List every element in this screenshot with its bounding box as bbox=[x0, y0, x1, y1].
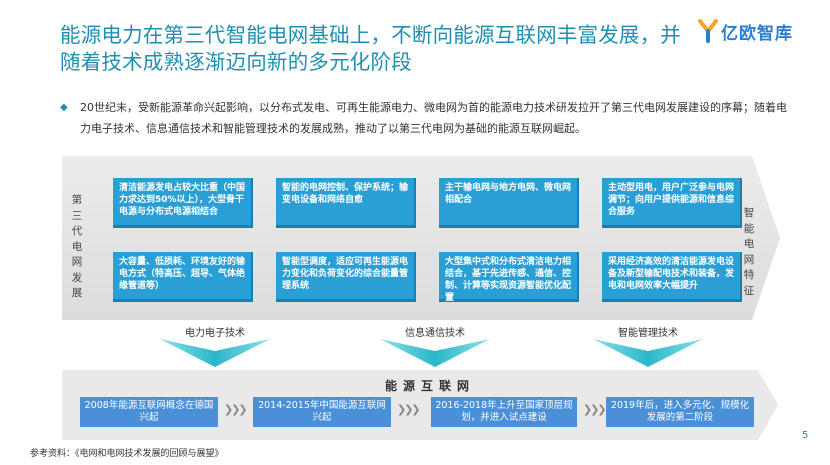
tech-label-ict: 信息通信技术 bbox=[405, 328, 465, 339]
stage-box: 2019年后，进入多元化、规模化发展的第二阶段 bbox=[606, 397, 754, 427]
double-chevron-icon: ❯❯❯ bbox=[224, 403, 248, 416]
tech-label-smart-management: 智能管理技术 bbox=[618, 328, 678, 339]
feature-box: 采用经济高效的清洁能源发电设备及新型输配电技术和装备，发电和电网效率大幅提升 bbox=[602, 252, 742, 302]
page-title: 能源电力在第三代智能电网基础上，不断向能源互联网丰富发展，并随着技术成熟逐渐迈向… bbox=[60, 23, 681, 74]
down-chevron-icon bbox=[380, 339, 490, 367]
feature-box: 智能的电网控制、保护系统；输变电设备和网络自愈 bbox=[276, 178, 416, 228]
stage-box: 2016-2018年上升至国家顶层规划，并进入试点建设 bbox=[431, 397, 577, 427]
source-note: 参考资料：《电网和电网技术发展的回顾与展望》 bbox=[30, 449, 224, 459]
energy-internet-title: 能源互联网 bbox=[384, 379, 475, 393]
right-vertical-label: 智能电网特征 bbox=[743, 207, 755, 297]
tech-label-power-electronics: 电力电子技术 bbox=[185, 328, 245, 339]
feature-box: 大型集中式和分布式清洁电力相结合，基于先进传感、通信、控制、计算等实现资源智能优… bbox=[439, 252, 579, 303]
down-chevron-icon bbox=[593, 339, 703, 367]
intro-text: 20世纪末，受新能源革命兴起影响，以分布式发电、可再生能源电力、微电网为首的能源… bbox=[80, 101, 787, 135]
feature-box: 主动型用电，用户广泛参与电网调节；向用户提供能源和信息综合服务 bbox=[602, 178, 742, 228]
feature-box: 清洁能源发电占较大比重（中国力求达到50%以上），大型骨干电源与分布式电源相结合 bbox=[113, 178, 253, 228]
stage-box: 2014-2015年中国能源互联网兴起 bbox=[253, 397, 391, 427]
logo: 亿欧智库 bbox=[698, 18, 793, 44]
page-number: 5 bbox=[802, 430, 809, 441]
logo-icon bbox=[698, 19, 718, 43]
diamond-bullet-icon: ◆ bbox=[60, 102, 68, 113]
feature-box: 智能型调度，适应可再生能源电力变化和负荷变化的综合能量管理系统 bbox=[276, 252, 416, 302]
energy-internet-band bbox=[62, 370, 778, 440]
logo-text: 亿欧智库 bbox=[721, 23, 793, 44]
feature-box: 大容量、低损耗、环境友好的输电方式（特高压、超导、气体绝缘管道等） bbox=[113, 252, 253, 302]
down-chevron-icon bbox=[160, 339, 270, 367]
intro-paragraph: ◆ 20世纪末，受新能源革命兴起影响，以分布式发电、可再生能源电力、微电网为首的… bbox=[60, 97, 790, 139]
feature-box: 主干输电网与地方电网、微电网相配合 bbox=[439, 178, 579, 228]
double-chevron-icon: ❯❯❯ bbox=[397, 403, 421, 416]
double-chevron-icon: ❯❯❯ bbox=[583, 403, 607, 416]
stage-box: 2008年能源互联网概念在德国兴起 bbox=[80, 397, 218, 427]
left-vertical-label: 第三代电网发展 bbox=[71, 194, 83, 299]
